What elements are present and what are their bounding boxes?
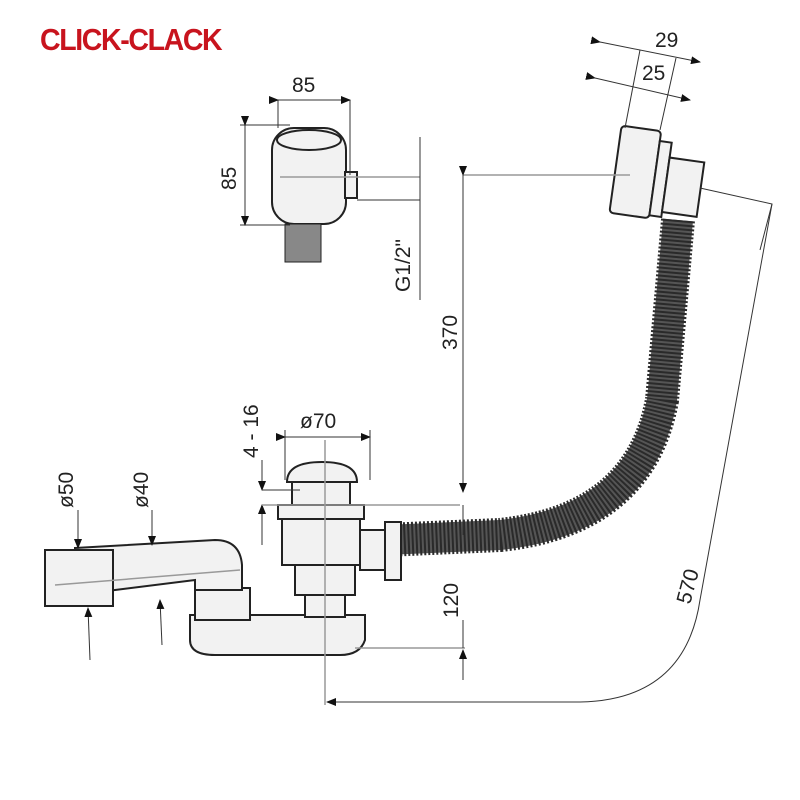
- dim-trap-height: 120: [440, 583, 463, 618]
- dim-outlet-outer: ø50: [55, 472, 78, 508]
- dim-overflow-width: 85: [292, 74, 315, 97]
- overflow-head: [240, 96, 421, 300]
- dim-height: 370: [439, 315, 462, 350]
- inlet-fitting: [608, 125, 706, 219]
- dim-inner-depth: 25: [642, 62, 665, 85]
- product-title: CLICK-CLACK: [40, 22, 223, 57]
- dim-thread: G1/2": [392, 239, 415, 292]
- dim-plug-range: 4 - 16: [240, 404, 263, 458]
- dim-plug-diameter: ø70: [300, 410, 336, 433]
- dim-outlet-inner: ø40: [130, 472, 153, 508]
- dim-hose-length: 570: [673, 566, 704, 606]
- waste-trap: [44, 460, 402, 656]
- dim-outer-depth: 29: [655, 29, 678, 52]
- dim-overflow-height: 85: [218, 167, 241, 190]
